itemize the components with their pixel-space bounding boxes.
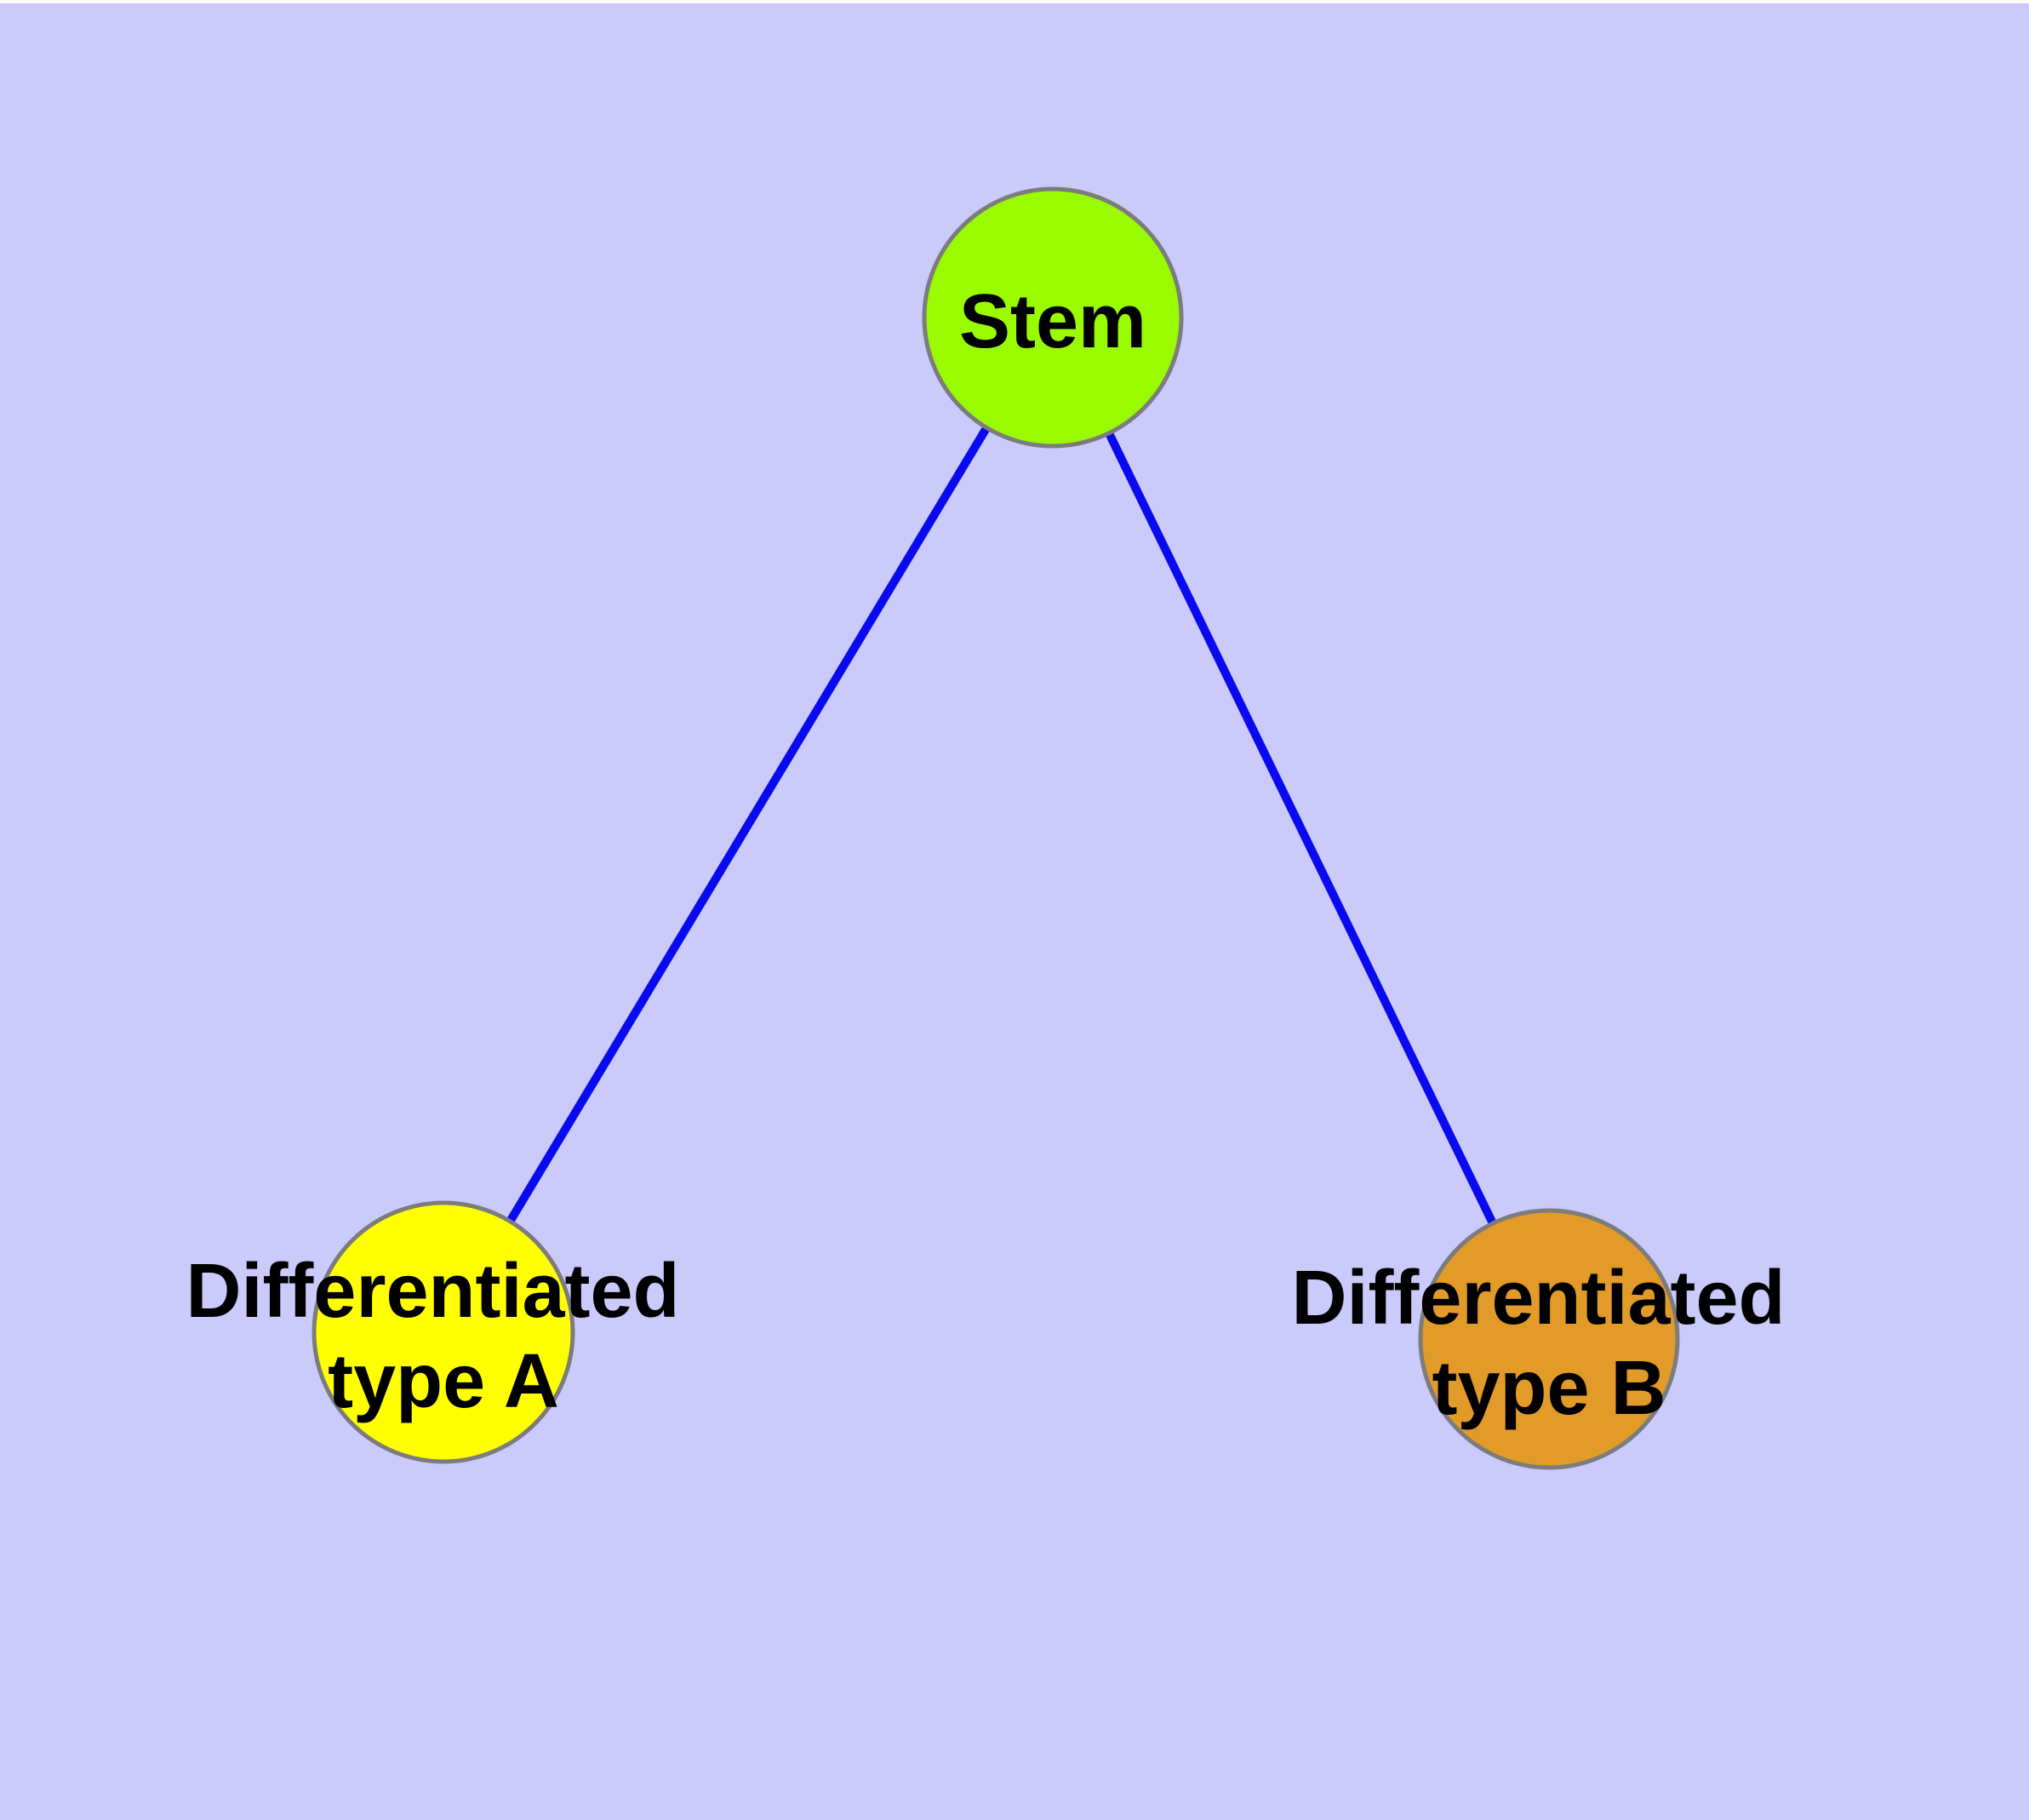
node-differentiated-type-b[interactable]: Differentiated type B xyxy=(1291,1208,1806,1470)
node-type-a-label-line1: Differentiated xyxy=(186,1249,679,1334)
node-type-b-label-line2: type B xyxy=(1432,1346,1666,1431)
node-stem-circle[interactable] xyxy=(922,186,1184,449)
edge-stem-to-type-a xyxy=(439,315,1057,1335)
node-type-b-label-line1: Differentiated xyxy=(1291,1256,1785,1341)
edge-stem-to-type-b xyxy=(1049,315,1553,1342)
node-type-a-circle[interactable] xyxy=(311,1200,575,1464)
node-stem[interactable]: Stem xyxy=(922,186,1184,449)
node-type-b-circle[interactable] xyxy=(1418,1208,1680,1470)
node-differentiated-type-a[interactable]: Differentiated type A xyxy=(186,1200,700,1464)
node-type-b-label: Differentiated type B xyxy=(1291,1256,1806,1431)
node-type-a-label-line2: type A xyxy=(328,1339,559,1424)
node-type-a-label: Differentiated type A xyxy=(186,1249,700,1424)
node-stem-label: Stem xyxy=(959,279,1146,364)
edge-group xyxy=(439,315,1553,1342)
